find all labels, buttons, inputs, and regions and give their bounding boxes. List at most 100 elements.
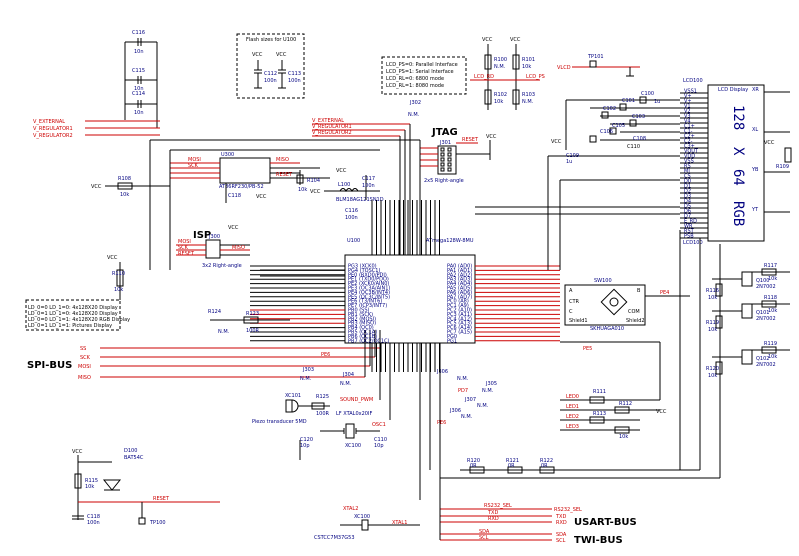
mcu-pin-label: PA4 (AD4) [447, 281, 472, 287]
l100-part: BLM18AG121SN1D [336, 197, 384, 203]
vcc-label: VCC [551, 139, 562, 145]
q-pd-value: 10k [708, 373, 717, 379]
r109-label: R109 [776, 164, 789, 170]
mosfet [741, 271, 753, 287]
net-rs232-sel: RS232_SEL [484, 503, 512, 509]
r120-value: 0R [470, 463, 477, 469]
lcd-pin-label: V2 [684, 109, 691, 115]
q-resistor [761, 346, 777, 354]
mcu-pin-label: PC7 (A15) [447, 330, 472, 336]
c114-value: 10n [134, 110, 144, 116]
q-resistor [761, 300, 777, 308]
jumpers-middle: J303 N.M. J304 N.M. J306 N.M. J305 N.M. … [300, 352, 497, 426]
r110-label: R110 [112, 271, 125, 277]
note-line: LD_0=0 LD_1=1: 4x128X20 RGB Display [28, 317, 130, 323]
u300-ref: U300 [221, 152, 234, 158]
lcd-pin-label: VSS [684, 159, 694, 165]
net-sda: SDA [556, 532, 567, 538]
lcd-text-64: 64 [730, 169, 746, 186]
note-line: LCD_RL=0: 6800 mode [386, 76, 444, 82]
lcd-pin-label: VOUT [684, 149, 699, 155]
sw100-part: SKHUAGA010 [590, 326, 624, 332]
lcd-part-bottom: LCD100 [683, 240, 703, 246]
r100-label: R100 [494, 57, 507, 63]
lcd-pin-label: WR [684, 224, 693, 230]
c117-label: C117 [362, 176, 375, 182]
l100: VCC L100 BLM18AG121SN1D C117 100n C116 1… [310, 175, 384, 221]
mcu-pin-label: PC0 (A8) [447, 299, 469, 305]
net-osc1: OSC1 [372, 422, 386, 428]
flash-note-text: Flash sizes for U100 [246, 37, 296, 43]
r102-value: 10k [494, 99, 503, 105]
lcd-pin-label: C3+ [684, 144, 695, 150]
heading-jtag: JTAG [431, 127, 458, 138]
lcd-pin-label: D6 [684, 209, 691, 215]
q-part: 2N7002 [756, 316, 776, 322]
c106-label: C106 [600, 129, 613, 135]
c116-label: C116 [132, 30, 145, 36]
net-sound-pwm: SOUND_PWM [340, 397, 373, 403]
net-sck: SCK [178, 245, 189, 251]
lcd-pin-label: VDD [684, 154, 695, 160]
c100-label: C100 [641, 91, 654, 97]
c113-label: C113 [288, 71, 301, 77]
xc101-part: Piezo transducer 5MD [252, 419, 307, 425]
r101-value: 10k [522, 64, 531, 70]
r101-label: R101 [522, 57, 535, 63]
r110: VCC R110 10k [107, 255, 125, 300]
j303-ref: J303 [302, 367, 314, 373]
c117-value: 100n [362, 183, 375, 189]
mcu-part: ATmega128W-8MU [426, 238, 474, 244]
lcd-pin-label: C2- [684, 139, 693, 145]
mcu-pin-label: PC1 (A9) [447, 303, 469, 309]
lcd-pin-label: V+ [684, 94, 692, 100]
jtag-pin [447, 162, 452, 167]
net-lcd-rd: LCD_RD [474, 74, 494, 80]
j300-part: 3x2 Right-angle [202, 263, 242, 269]
xc102-part: LF XTAL0x20IF [336, 411, 372, 417]
lcd-pin-label: XL [752, 127, 758, 133]
r108-label: R108 [118, 176, 131, 182]
reset-circuit: VCC R115 10k D100 BAT54C RESET C118 100n… [72, 448, 220, 526]
lcd-pin-label: CS [684, 174, 691, 180]
net-reset: RESET [178, 251, 195, 257]
q-pulldown [715, 283, 723, 297]
heading-usart-bus: USART-BUS [574, 517, 637, 528]
lcd-pin-label: E_RD [684, 219, 697, 225]
mcu-pin-label: PE4 (OC3B/INT4) [348, 290, 390, 296]
net-rxd: RXD [556, 520, 567, 526]
j306-value: N.M. [457, 376, 469, 382]
mcu-pin-label: PG3 (XCK0) [348, 264, 377, 270]
c120-value: 10p [300, 443, 310, 449]
touch-panel-resistors: VCC R109 [764, 91, 792, 213]
bottom-resistors: R120 0R R121 0R R122 0R [440, 458, 720, 479]
tp101-label: TP101 [587, 54, 604, 60]
r125-value: 100R [316, 411, 330, 417]
sw100-joystick: SW100 SKHUAGA010 A CTR C Shield1 B COM S… [560, 278, 690, 352]
c109-label: C109 [566, 153, 579, 159]
lcd-pin-label: V+ [684, 99, 692, 105]
jtag-header: JTAG J301 2x5 Right-angle RESET VCC J302… [408, 100, 497, 184]
lcd-pin-label: V4 [684, 119, 691, 125]
c118-value: 100n [87, 520, 100, 526]
mcu-pin-label: PB4 (OC0) [348, 325, 374, 331]
vcc-label: VCC [228, 225, 239, 231]
r110-value: 10k [114, 287, 123, 293]
sw-pin: C [569, 309, 573, 315]
mcu-pin-label: PE0 (RXD0/PDI) [348, 272, 387, 278]
mcu-pin-label: PB1 (SCK) [348, 312, 373, 318]
mcu-pin-label: PB3 (MISO) [348, 321, 376, 327]
vcc-label: VCC [510, 37, 521, 43]
piezo-xc101: XC101 Piezo transducer 5MD R125 100R SOU… [252, 393, 373, 425]
lcd-pin-label: XR [752, 87, 759, 93]
net-led0: LED0 [566, 394, 579, 400]
net-reset: RESET [462, 137, 479, 143]
r124-value: N.M. [218, 329, 230, 335]
vcc-label: VCC [107, 255, 118, 261]
lcd-left-pins: VSS1V+V+V1V2V3V4C1+C1-C2+C2-C3+VOUTVDDVS… [680, 89, 708, 240]
r114-value: 10k [619, 434, 628, 440]
q-res-value: 10k [768, 308, 777, 314]
mcu-pin-label: PA6 (AD6) [447, 290, 472, 296]
jtag-pin [440, 162, 445, 167]
